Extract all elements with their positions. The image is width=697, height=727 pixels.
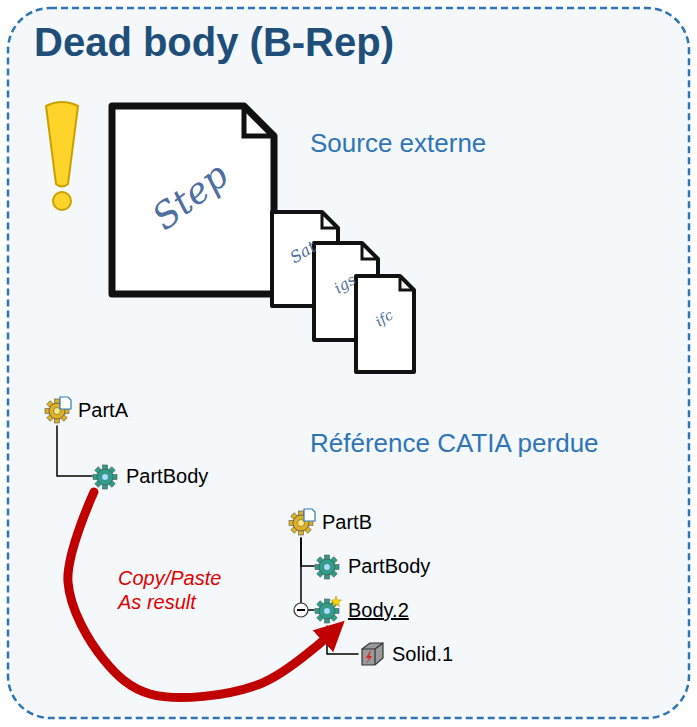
ifc-file-icon: [356, 276, 414, 372]
tree-label: PartA: [78, 399, 128, 421]
dashed-panel: [8, 8, 689, 718]
tree-node: PartB: [288, 506, 375, 538]
reference-note: Référence CATIA perdue: [310, 428, 599, 459]
tree-node: PartBody: [314, 550, 433, 582]
tree-node: PartBody: [92, 460, 211, 492]
source-note: Source externe: [310, 128, 486, 159]
body-icon: [314, 596, 342, 624]
tree-label: Solid.1: [392, 643, 453, 665]
tree-node: Body.2: [314, 594, 412, 626]
tree-line: [301, 538, 314, 566]
exclamation-mark: [46, 102, 78, 210]
tree-label: Body.2: [348, 599, 409, 621]
tree-node: Solid.1: [358, 638, 456, 670]
arrow-label: Copy/Paste As result: [118, 566, 230, 614]
collapse-symbol: [294, 603, 308, 617]
tree-node: PartA: [44, 394, 131, 426]
panel-title: Dead body (B-Rep): [34, 20, 394, 65]
tree-label: PartBody: [348, 555, 430, 577]
body-icon: [92, 462, 120, 490]
part-icon: [288, 508, 316, 536]
tree-label: PartBody: [126, 465, 208, 487]
tree-label: PartB: [322, 511, 372, 533]
body-icon: [314, 552, 342, 580]
tree-line: [57, 426, 92, 476]
solid-icon: [358, 640, 386, 668]
copy-arrow: [68, 492, 336, 698]
part-icon: [44, 396, 72, 424]
tree-line: [301, 538, 314, 610]
step-file-icon: [112, 106, 274, 294]
